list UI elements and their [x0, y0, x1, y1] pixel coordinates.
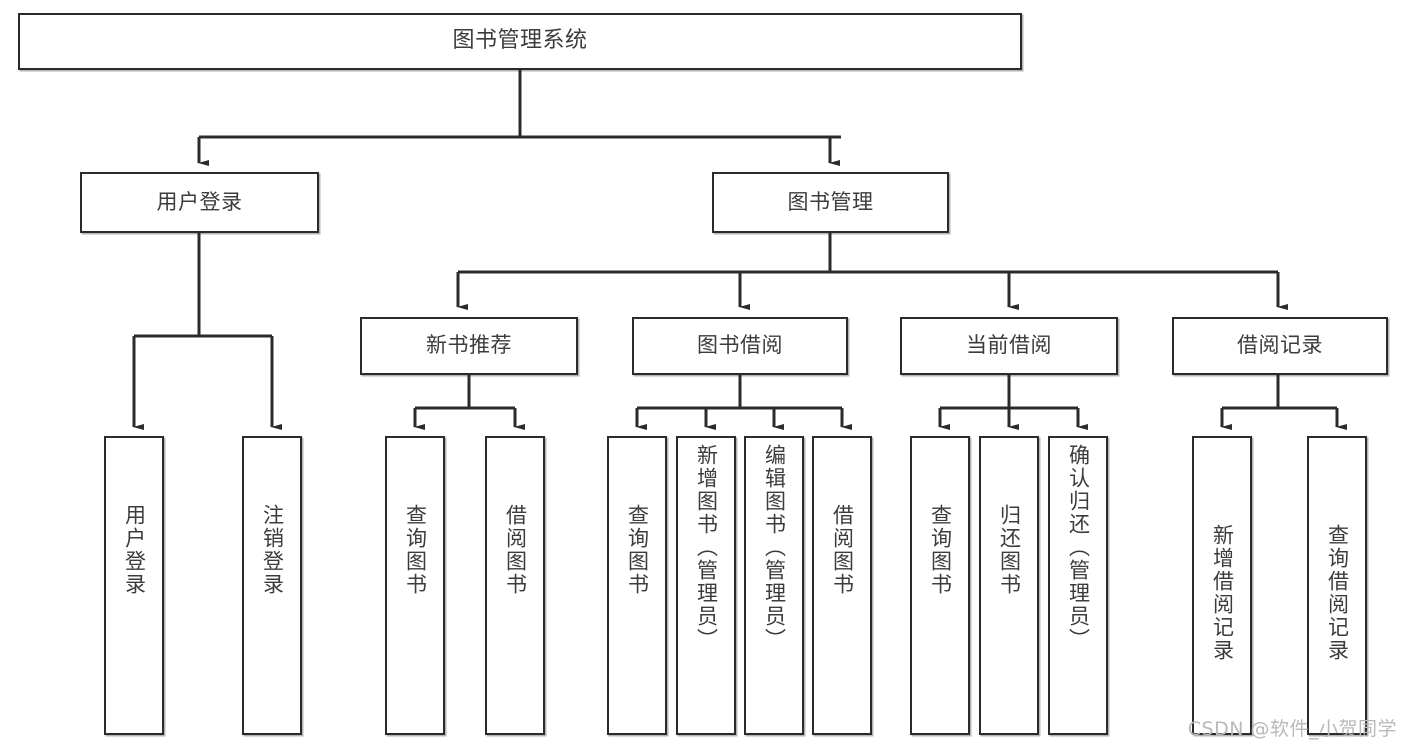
node-root-label: 图书管理系统 — [452, 28, 588, 54]
node-book-borrow-label: 图书借阅 — [697, 333, 783, 358]
node-leaf-query-book-3-label: 查询图书 — [928, 504, 953, 596]
node-leaf-logout-login-label: 注销登录 — [260, 504, 285, 596]
node-leaf-user-login-label: 用户登录 — [122, 504, 147, 596]
node-leaf-add-record[interactable]: 新增借阅记录 — [1192, 436, 1252, 735]
node-leaf-edit-book[interactable]: 编辑图书（管理员） — [744, 436, 804, 735]
node-borrow-record[interactable]: 借阅记录 — [1172, 317, 1388, 375]
node-leaf-add-book-label: 新增图书（管理员） — [694, 444, 719, 651]
node-user-login-label: 用户登录 — [156, 189, 243, 214]
node-current-borrow[interactable]: 当前借阅 — [900, 317, 1118, 375]
node-book-management-label: 图书管理 — [787, 189, 874, 214]
node-book-borrow[interactable]: 图书借阅 — [632, 317, 848, 375]
node-current-borrow-label: 当前借阅 — [966, 333, 1052, 358]
node-leaf-query-book-1-label: 查询图书 — [403, 504, 428, 596]
node-leaf-query-book-2[interactable]: 查询图书 — [607, 436, 667, 735]
node-book-management[interactable]: 图书管理 — [712, 172, 949, 233]
node-leaf-return-book-label: 归还图书 — [997, 504, 1022, 596]
node-leaf-confirm-return-label: 确认归还（管理员） — [1066, 444, 1091, 651]
node-borrow-record-label: 借阅记录 — [1237, 333, 1323, 358]
node-leaf-query-record-label: 查询借阅记录 — [1325, 524, 1350, 662]
node-root[interactable]: 图书管理系统 — [18, 13, 1022, 70]
node-leaf-return-book[interactable]: 归还图书 — [979, 436, 1039, 735]
node-leaf-user-login[interactable]: 用户登录 — [104, 436, 164, 735]
node-leaf-query-book-3[interactable]: 查询图书 — [910, 436, 970, 735]
node-leaf-query-book-2-label: 查询图书 — [625, 504, 650, 596]
node-new-book-recommend[interactable]: 新书推荐 — [360, 317, 578, 375]
node-leaf-borrow-book-2-label: 借阅图书 — [830, 504, 855, 596]
node-new-book-recommend-label: 新书推荐 — [426, 333, 512, 358]
node-leaf-borrow-book-1-label: 借阅图书 — [503, 504, 528, 596]
node-leaf-query-book-1[interactable]: 查询图书 — [385, 436, 445, 735]
node-leaf-add-book[interactable]: 新增图书（管理员） — [676, 436, 736, 735]
node-leaf-edit-book-label: 编辑图书（管理员） — [762, 444, 787, 651]
node-leaf-logout-login[interactable]: 注销登录 — [242, 436, 302, 735]
node-leaf-add-record-label: 新增借阅记录 — [1210, 524, 1235, 662]
node-user-login[interactable]: 用户登录 — [80, 172, 319, 233]
node-leaf-confirm-return[interactable]: 确认归还（管理员） — [1048, 436, 1108, 735]
node-leaf-borrow-book-2[interactable]: 借阅图书 — [812, 436, 872, 735]
node-leaf-borrow-book-1[interactable]: 借阅图书 — [485, 436, 545, 735]
node-leaf-query-record[interactable]: 查询借阅记录 — [1307, 436, 1367, 735]
watermark: CSDN @软件_小贺同学 — [1187, 718, 1397, 740]
